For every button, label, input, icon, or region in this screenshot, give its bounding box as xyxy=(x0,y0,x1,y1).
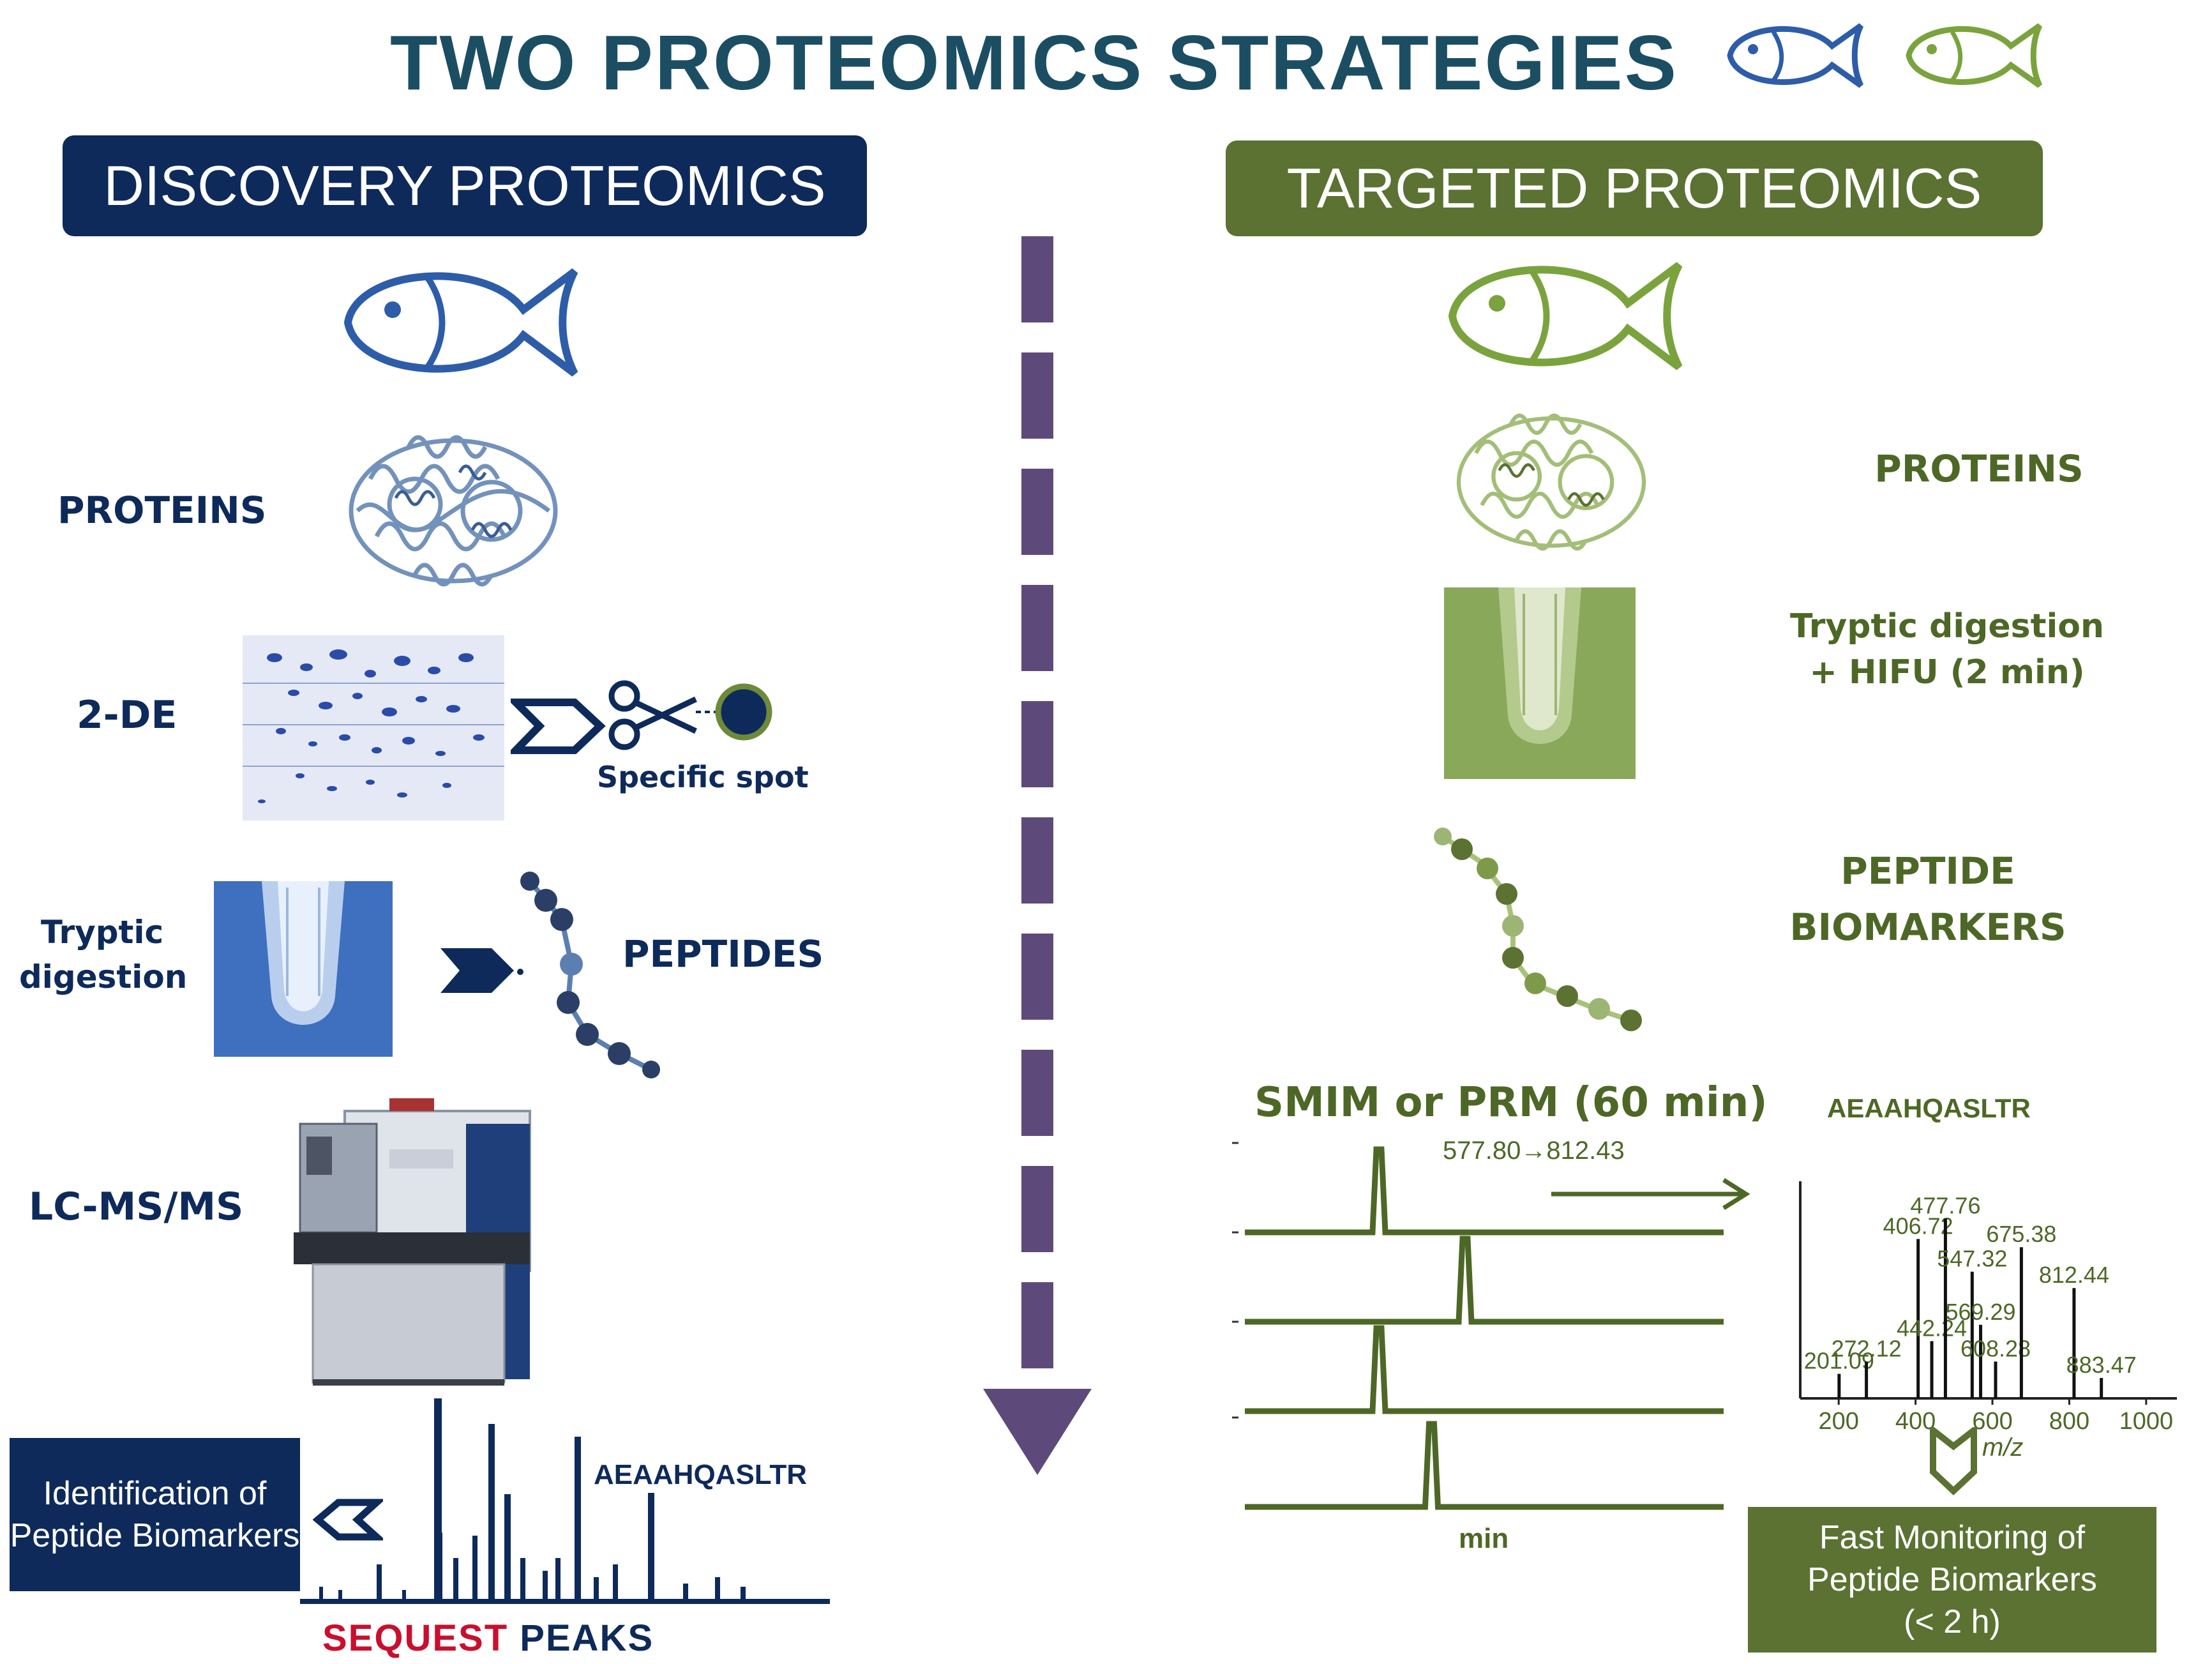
discovery-tryptic-label: Tryptic digestion xyxy=(19,910,188,999)
fish-icon xyxy=(1727,23,1864,88)
protein-structure-image xyxy=(1456,413,1646,551)
2de-gel-image xyxy=(243,635,504,821)
lc-ms-instrument-image xyxy=(294,1098,531,1386)
discovery-banner-label: DISCOVERY PROTEOMICS xyxy=(103,154,826,217)
peak-label: 883.47 xyxy=(2066,1352,2137,1378)
gel-spot-icon xyxy=(715,683,772,741)
peptides-label: PEPTIDES xyxy=(622,932,824,976)
targeted-banner-label: TARGETED PROTEOMICS xyxy=(1286,156,1982,220)
tube-image xyxy=(1444,587,1636,779)
identification-box-label: Identification of Peptide Biomarkers xyxy=(10,1475,300,1554)
fish-icon xyxy=(1448,262,1683,370)
discovery-proteins-label: PROTEINS xyxy=(57,488,267,532)
mz-label: m/z xyxy=(1982,1433,2024,1462)
targeted-sequence-label: AEAAHQASLTR xyxy=(1827,1093,2031,1123)
chevron-down-icon xyxy=(1930,1427,1977,1495)
workflow-arrow xyxy=(983,236,1092,1475)
chromatogram-traces xyxy=(1232,1142,1724,1510)
chromatogram-trace xyxy=(1245,1236,1724,1325)
arrow-right-icon xyxy=(1551,1178,1750,1210)
fast-monitoring-line-3: (< 2 h) xyxy=(1904,1603,2001,1640)
fast-monitoring-line-2: Peptide Biomarkers xyxy=(1807,1561,2097,1598)
sequest-spectrum xyxy=(300,1398,830,1604)
sequest-label: SEQUEST xyxy=(322,1617,509,1659)
identification-box: Identification of Peptide Biomarkers xyxy=(10,1438,300,1591)
specific-spot-label: Specific spot xyxy=(597,760,809,794)
peak-label: 272.12 xyxy=(1832,1335,1902,1361)
peptide-chain-image xyxy=(1434,828,1642,1031)
x-tick-label: 200 xyxy=(1819,1408,1859,1435)
tryptic-line-1: Tryptic xyxy=(40,914,164,951)
discovery-banner: DISCOVERY PROTEOMICS xyxy=(63,135,867,236)
peptide-line-1: PEPTIDE xyxy=(1840,849,2015,893)
peak-label: 477.76 xyxy=(1910,1192,1980,1218)
peak-label: 812.44 xyxy=(2039,1262,2109,1288)
discovery-sequence-label: AEAAHQASLTR xyxy=(594,1459,808,1490)
page-title: TWO PROTEOMICS STRATEGIES xyxy=(389,19,1678,106)
tube-image xyxy=(214,881,393,1057)
protein-structure-image xyxy=(349,435,558,587)
peak-label: 675.38 xyxy=(1986,1221,2056,1247)
targeted-tryptic-label: Tryptic digestion + HIFU (2 min) xyxy=(1775,603,2119,695)
peptide-line-2: BIOMARKERS xyxy=(1789,905,2066,949)
two-de-label: 2-DE xyxy=(77,693,177,737)
transition-label: 577.80→812.43 xyxy=(1443,1137,1625,1165)
lcms-label: LC-MS/MS xyxy=(29,1184,244,1229)
chevron-right-icon xyxy=(440,948,523,993)
fish-icon xyxy=(1906,23,2043,88)
chevron-left-icon xyxy=(313,1499,383,1541)
x-tick-label: 800 xyxy=(2049,1408,2089,1435)
targeted-tryptic-line-2: + HIFU (2 min) xyxy=(1809,653,2085,692)
x-tick-label: 600 xyxy=(1972,1408,2012,1435)
targeted-proteins-label: PROTEINS xyxy=(1874,447,2084,490)
peptide-chain-image xyxy=(520,872,660,1078)
chevron-right-icon xyxy=(511,699,606,754)
time-axis-label: min xyxy=(1459,1523,1509,1554)
chromatogram-trace xyxy=(1245,1421,1724,1510)
peptide-biomarkers-label: PEPTIDE BIOMARKERS xyxy=(1775,843,2081,955)
tryptic-line-2: digestion xyxy=(19,958,188,995)
peak-label: 442.24 xyxy=(1897,1315,1967,1341)
peak-label: 201.09 xyxy=(1804,1348,1874,1374)
sequest-peaks-label: SEQUEST PEAKS xyxy=(322,1617,654,1660)
smim-label: SMIM or PRM (60 min) xyxy=(1254,1079,1768,1126)
peak-label: 547.32 xyxy=(1937,1246,2007,1272)
targeted-banner: TARGETED PROTEOMICS xyxy=(1226,140,2043,236)
x-tick-label: 400 xyxy=(1895,1408,1936,1435)
chromatogram-trace xyxy=(1245,1325,1724,1414)
scissors-icon xyxy=(608,680,697,750)
fast-monitoring-box: Fast Monitoring of Peptide Biomarkers (<… xyxy=(1748,1507,2156,1653)
peak-label: 569.29 xyxy=(1945,1299,2015,1325)
targeted-tryptic-line-1: Tryptic digestion xyxy=(1789,607,2105,646)
x-tick-label: 1000 xyxy=(2119,1408,2174,1435)
fast-monitoring-line-1: Fast Monitoring of xyxy=(1819,1519,2086,1556)
peak-label: 406.72 xyxy=(1883,1213,1953,1239)
fish-icon xyxy=(343,268,578,377)
peaks-label: PEAKS xyxy=(520,1617,654,1659)
peak-label: 608.28 xyxy=(1960,1335,2031,1361)
chromatogram-trace xyxy=(1245,1146,1724,1236)
